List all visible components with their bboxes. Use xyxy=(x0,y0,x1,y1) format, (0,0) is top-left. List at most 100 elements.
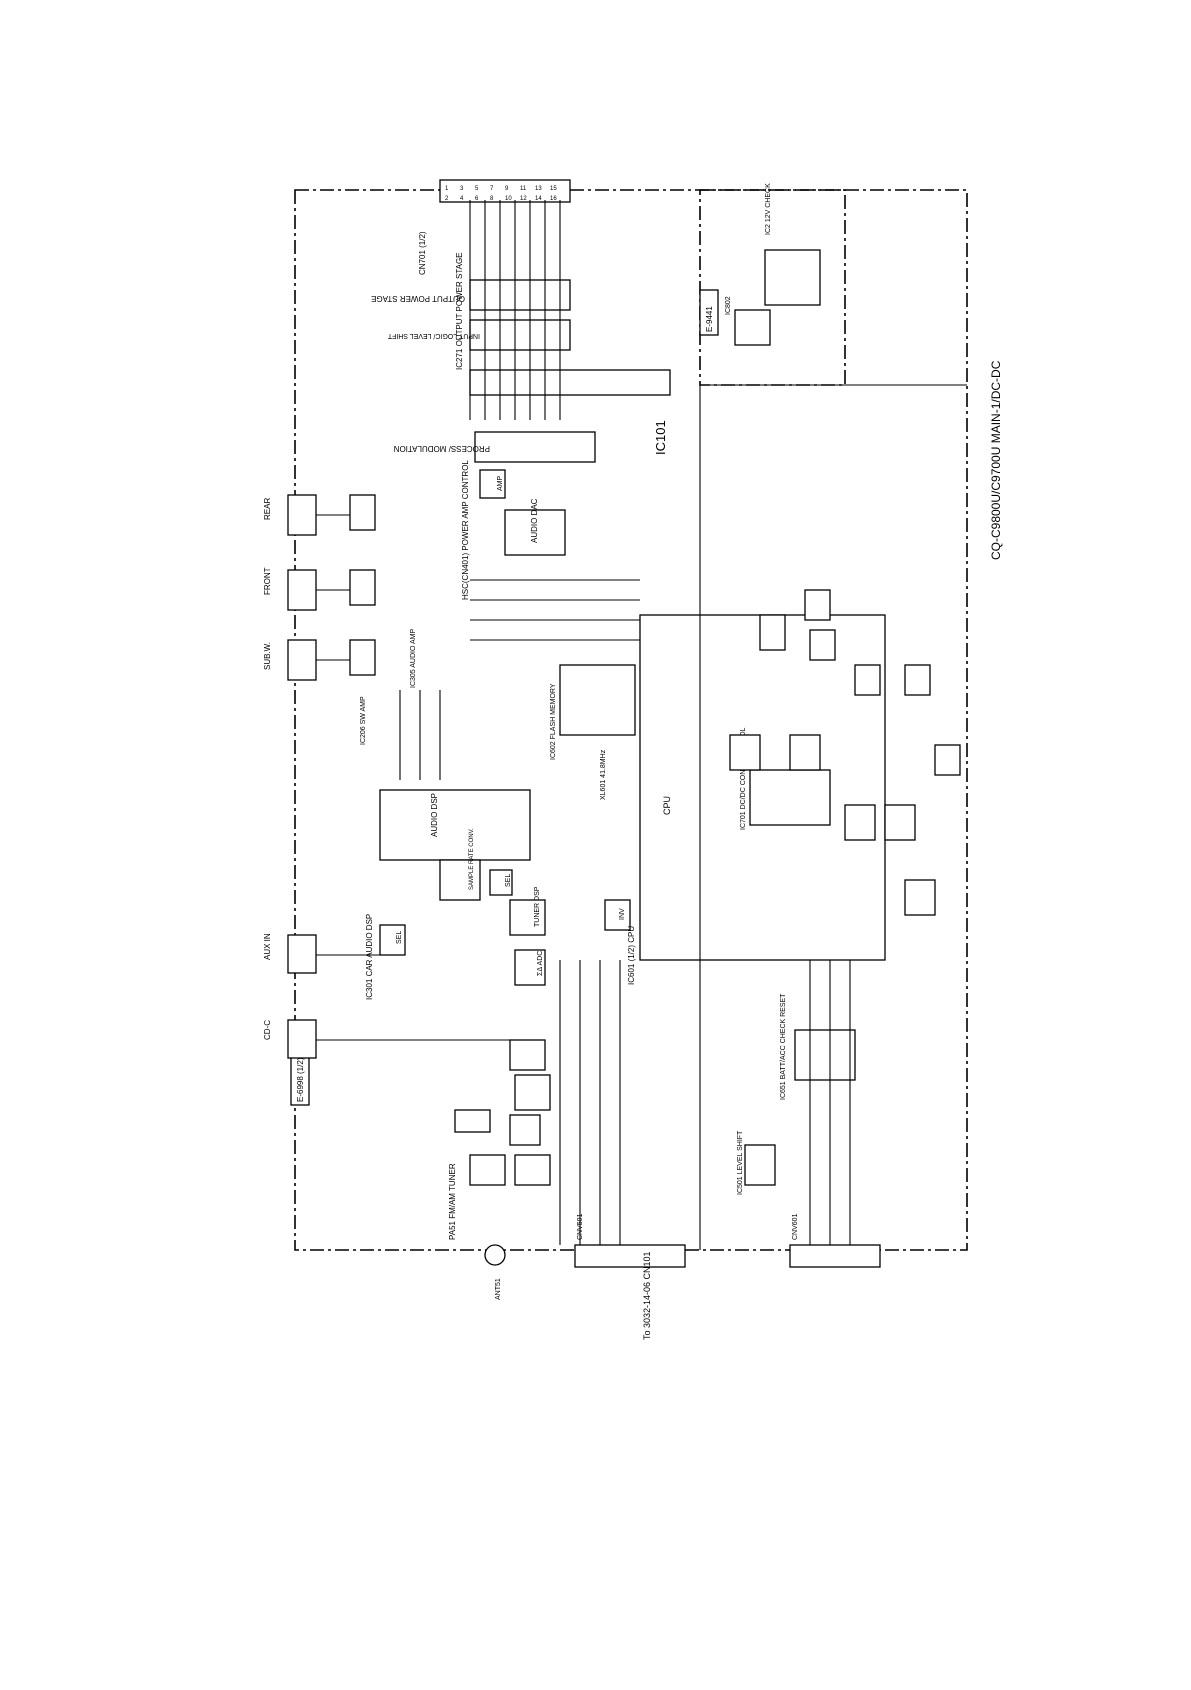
modulation-block xyxy=(474,431,596,463)
ic101-label: IC101 xyxy=(653,420,668,455)
audio-dsp-text: AUDIO DSP xyxy=(430,793,439,837)
sel-mid-block xyxy=(489,869,513,896)
ic701-block xyxy=(749,769,831,826)
cn701-connector xyxy=(439,179,571,203)
cn701-pin: 16 xyxy=(550,196,557,202)
ic701-label: IC701 DC/DC CONV. CONTROL xyxy=(740,727,747,830)
e9441-text: E-9441 xyxy=(705,306,714,332)
audio-dac-text: AUDIO DAC xyxy=(530,498,539,543)
sel-top-text: SEL xyxy=(396,931,403,944)
inv-text: INV xyxy=(619,908,626,920)
on-off-drive-1 xyxy=(729,734,761,771)
cn701-label: CN701 (1/2) xyxy=(418,231,427,275)
ic501-block xyxy=(744,1144,776,1186)
cn701-pin: 14 xyxy=(535,196,542,202)
cn252-connector xyxy=(287,934,317,974)
ic271-label: IC271 OUTPUT POWER STAGE xyxy=(455,252,464,370)
inv-block xyxy=(604,899,631,931)
reg-3 xyxy=(854,664,881,696)
reg-2 xyxy=(809,629,836,661)
cnv601-label: CNV601 xyxy=(792,1213,799,1240)
cn201-connector xyxy=(287,569,317,611)
cn701-pin: 13 xyxy=(535,186,542,192)
cn701-pin: 7 xyxy=(490,186,494,192)
cn701-pin: 3 xyxy=(460,186,464,192)
ic206-label: IC206 SW AMP xyxy=(360,696,367,745)
reg-5 xyxy=(934,744,961,776)
cn701-pin: 8 xyxy=(490,196,494,202)
cn701-pin: 15 xyxy=(550,186,557,192)
vco-block xyxy=(454,1109,491,1133)
audio-dac-block xyxy=(504,509,566,556)
reg-4 xyxy=(904,664,931,696)
cn701-pin: 1 xyxy=(445,186,449,192)
ic271-input-logic xyxy=(469,319,571,351)
cn203-connector xyxy=(287,639,317,681)
power-sw-1 xyxy=(844,804,876,841)
hsc-text: HSC(CN401) POWER AMP CONTROL xyxy=(461,460,470,600)
flash-label: IC602 FLASH MEMORY xyxy=(550,683,557,760)
ic271-stage-text: OUTPUT POWER STAGE xyxy=(371,294,465,303)
if-agc-block xyxy=(514,1074,551,1111)
ic501-label: IC501 LEVEL SHIFT xyxy=(737,1130,744,1195)
ic2-label: IC802 xyxy=(725,296,732,315)
ic651-label: IC651 BATT/ACC CHECK RESET xyxy=(780,993,787,1100)
sample-rate-text: SAMPLE RATE CONV. xyxy=(469,828,475,890)
ic1-label: IC2 12V CHECK xyxy=(765,183,772,235)
on-off-drive-2 xyxy=(789,734,821,771)
audio-dsp-block xyxy=(379,789,531,861)
pa51-label: PA51 FM/AM TUNER xyxy=(448,1163,457,1240)
e9441-tag xyxy=(699,289,719,336)
aux-in-label: AUX IN xyxy=(263,933,272,960)
cn202-connector xyxy=(287,494,317,536)
amp-block xyxy=(479,469,506,499)
if-out-block xyxy=(509,1039,546,1071)
cnv601-connector xyxy=(789,1244,881,1268)
to-cn101-label: To 3032-14-06 CN101 xyxy=(642,1251,652,1340)
cd-c-label: CD-C xyxy=(263,1020,272,1040)
front-label: FRONT xyxy=(263,567,272,595)
ic271-logic-text: INPUT LOGIC/ LEVEL SHIFT xyxy=(387,332,480,339)
diagram-body: IC101 CN701 (1/2) 1234567891011121314151… xyxy=(263,179,967,1340)
xl601-label: XL601 41.8MHz xyxy=(600,749,607,800)
cn701-pin: 4 xyxy=(460,196,464,202)
tuner-dsp-block xyxy=(509,899,546,936)
cpu-block-label: IC601 (1/2) CPU xyxy=(627,926,636,985)
ic305-label: IC305 AUDIO AMP xyxy=(410,629,417,688)
fm-mix-block xyxy=(469,1154,506,1186)
page-title: CQ-C9800U/C9700U MAIN-1/DC-DC xyxy=(989,360,1003,560)
cn701-pin: 9 xyxy=(505,186,509,192)
cn701-pin: 11 xyxy=(520,186,527,192)
mute-block-front xyxy=(349,569,376,606)
rear-label: REAR xyxy=(263,498,272,520)
am-mix-block xyxy=(514,1154,551,1186)
cn701-pin: 12 xyxy=(520,196,527,202)
modulation-text: PROCESS/ MODULATION xyxy=(393,444,490,453)
power-sw-3 xyxy=(904,879,936,916)
cn251-connector xyxy=(287,1019,317,1059)
antenna-jack xyxy=(484,1244,506,1266)
adc-block xyxy=(514,949,546,986)
sample-rate-conv xyxy=(439,859,481,901)
power-sw-2 xyxy=(884,804,916,841)
cn701-pin: 5 xyxy=(475,186,479,192)
ic651-block xyxy=(794,1029,856,1081)
e6998-text: E-6998 (1/2) xyxy=(296,1057,305,1102)
ic2-block xyxy=(734,309,771,346)
cn701-pin: 2 xyxy=(445,196,449,202)
sub-w-label: SUB.W. xyxy=(263,642,272,670)
cpu-text: CPU xyxy=(662,796,672,815)
ic301-label: IC301 CAR AUDIO DSP xyxy=(365,914,374,1000)
cnv501-connector xyxy=(574,1244,686,1268)
sel-mid-text: SEL xyxy=(505,874,512,887)
ic1-block xyxy=(764,249,821,306)
cer-fil-block xyxy=(509,1114,541,1146)
cn701-pin: 10 xyxy=(505,196,512,202)
reg-1 xyxy=(759,614,786,651)
mute-block-subw xyxy=(349,639,376,676)
flash-memory-block xyxy=(559,664,636,736)
amp-text: AMP xyxy=(497,476,504,492)
